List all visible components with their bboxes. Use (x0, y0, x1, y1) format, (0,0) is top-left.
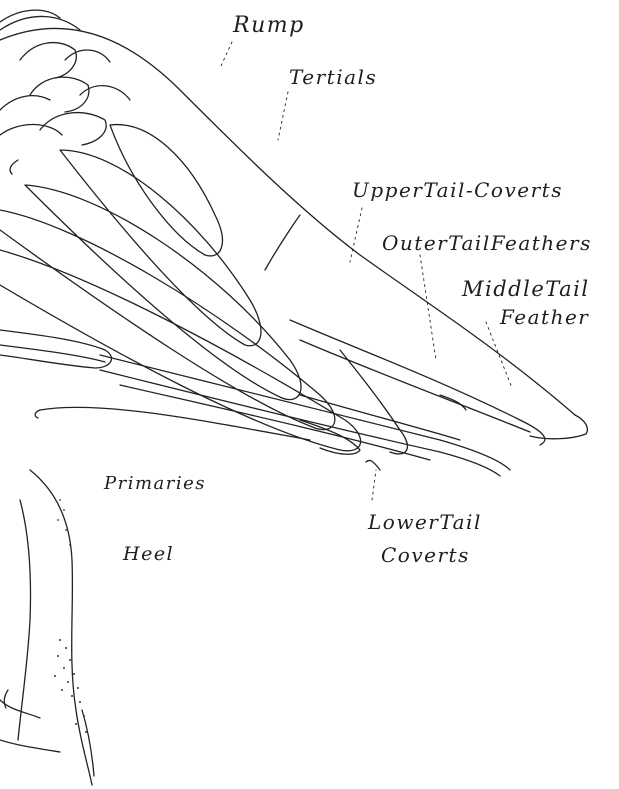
label-heel: Heel (123, 545, 174, 564)
label-middle-tail-line1: MiddleTail (462, 279, 590, 300)
rump-feathers (0, 10, 130, 174)
label-outer-tail-feathers: OuterTailFeathers (382, 233, 592, 253)
label-tertials: Tertials (289, 67, 377, 87)
label-primaries: Primaries (104, 475, 206, 493)
leg-heel (0, 470, 94, 785)
label-rump: Rump (233, 15, 305, 37)
leg-stipple (54, 499, 87, 733)
label-upper-tail-coverts: UpperTail-Coverts (352, 180, 563, 200)
tertial-feathers (0, 125, 361, 451)
label-middle-tail-line2: Feather (500, 307, 589, 327)
label-lower-tail-line1: LowerTail (368, 512, 482, 532)
label-lower-tail-line2: Coverts (381, 545, 470, 565)
